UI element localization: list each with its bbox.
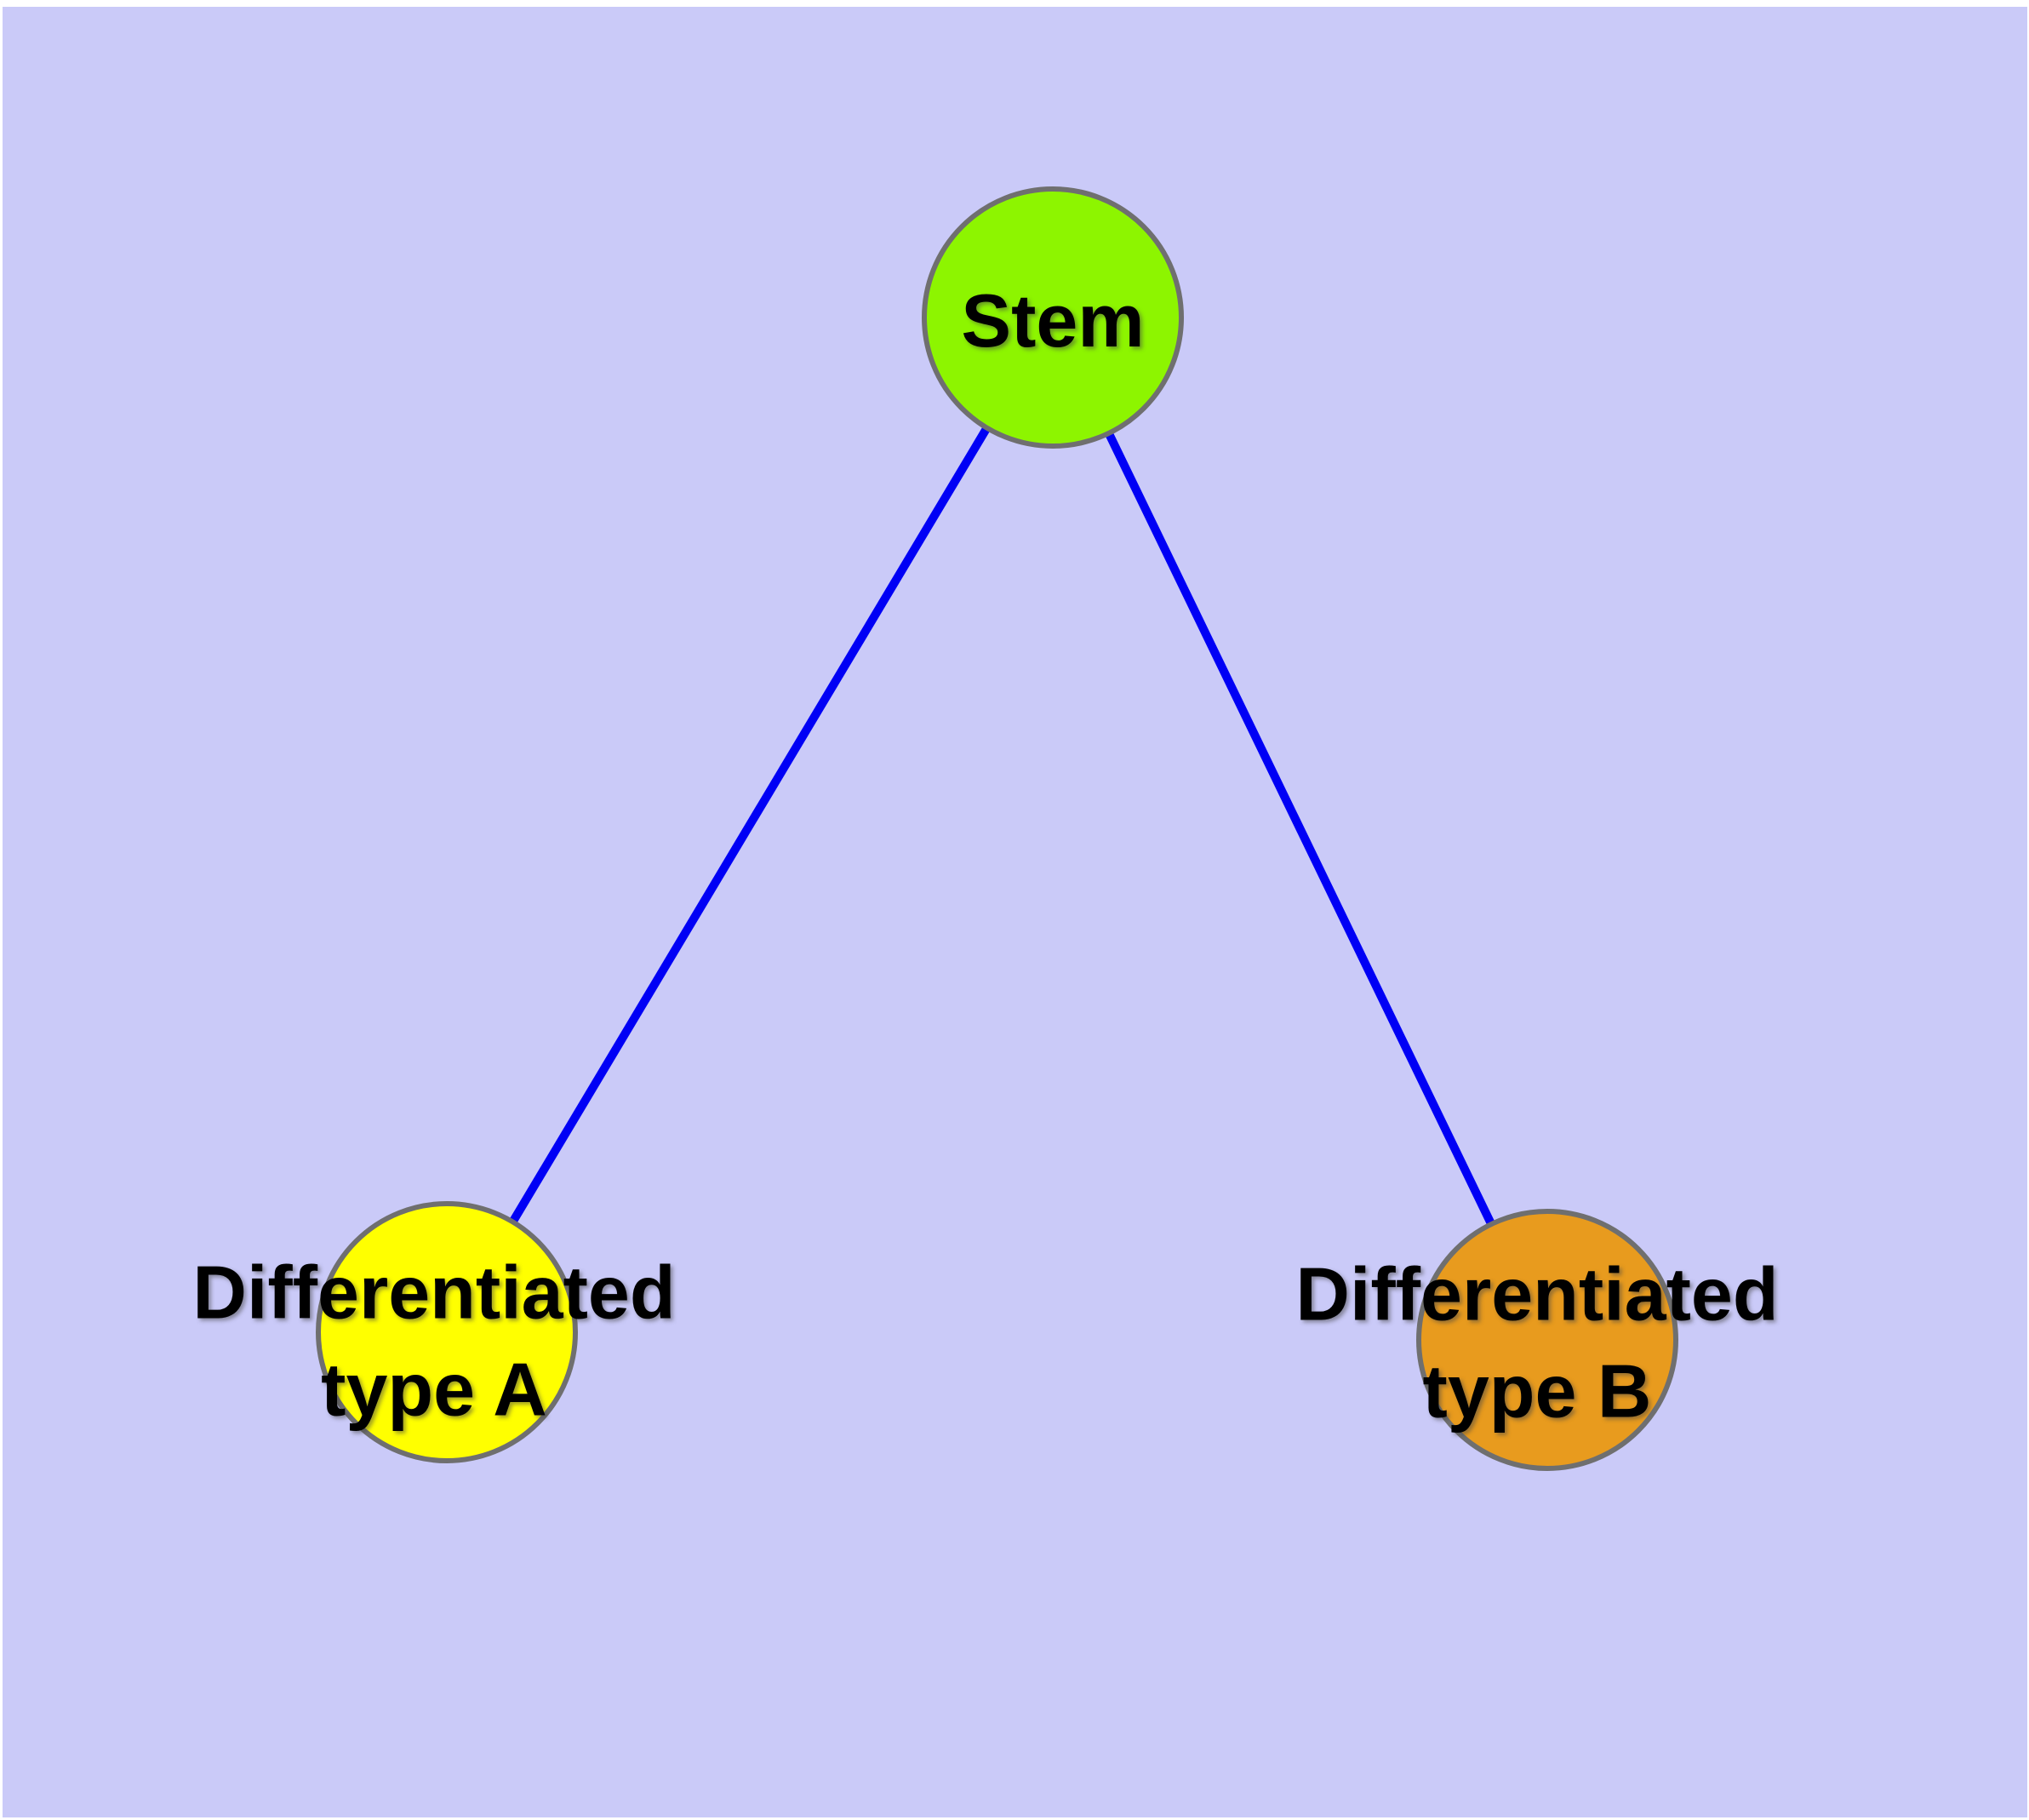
node-differentiated-type-b [1416,1209,1678,1471]
node-label-differentiated-type-b: Differentiated type B [1295,1246,1778,1441]
label-line-2: type B [1422,1349,1652,1434]
edge-stem-to-type-a [443,315,1057,1335]
label-line-1: Differentiated [192,1250,676,1335]
edge-stem-to-type-b [1049,315,1552,1342]
node-stem [922,186,1184,449]
node-differentiated-type-a [316,1201,578,1463]
label-line-1: Differentiated [1295,1251,1779,1336]
node-label-differentiated-type-a: Differentiated type A [192,1245,675,1439]
node-label-stem: Stem [961,278,1145,363]
label-line-2: type A [321,1348,547,1432]
